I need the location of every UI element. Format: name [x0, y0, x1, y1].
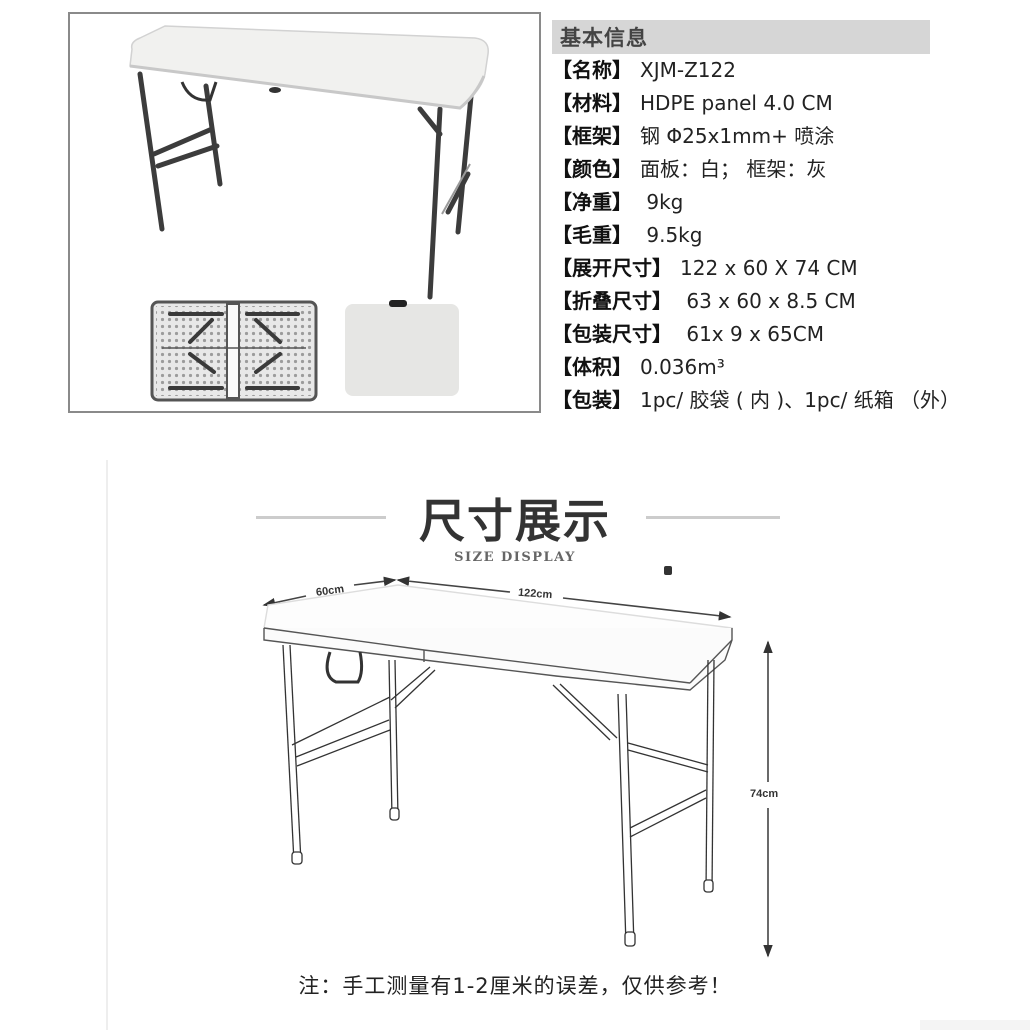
- spec-row-packing: 【包装】 1pc/ 胶袋 ( 内 )、1pc/ 纸箱 （外）: [552, 384, 1027, 417]
- title-rule-left: [256, 516, 386, 519]
- spec-label: 【框架】: [552, 124, 632, 148]
- spec-row-folded-size: 【折叠尺寸】 63 x 60 x 8.5 CM: [552, 285, 1027, 318]
- product-photo-frame: [68, 12, 541, 413]
- spec-row-unfolded-size: 【展开尺寸】 122 x 60 X 74 CM: [552, 252, 1027, 285]
- spec-value: XJM-Z122: [640, 58, 736, 82]
- length-dimension-label: 122cm: [517, 586, 553, 602]
- spec-label: 【包装】: [552, 388, 632, 412]
- table-dimension-drawing: [262, 566, 773, 958]
- spec-value: 1pc/ 胶袋 ( 内 )、1pc/ 纸箱 （外）: [640, 388, 961, 412]
- size-subtitle: SIZE DISPLAY: [454, 550, 576, 565]
- size-title: 尺寸展示: [419, 494, 611, 548]
- spec-row-gross-weight: 【毛重】 9.5kg: [552, 219, 1027, 252]
- spec-value: 122 x 60 X 74 CM: [680, 256, 858, 280]
- spec-label: 【净重】: [552, 190, 632, 214]
- spec-value: 钢 Φ25x1mm+ 喷涂: [640, 124, 835, 148]
- spec-row-net-weight: 【净重】 9kg: [552, 186, 1027, 219]
- spec-label: 【毛重】: [552, 223, 632, 247]
- spec-row-package-size: 【包装尺寸】 61x 9 x 65CM: [552, 318, 1027, 351]
- spec-label: 【展开尺寸】: [552, 256, 672, 280]
- spec-row-material: 【材料】 HDPE panel 4.0 CM: [552, 87, 1027, 120]
- spec-row-volume: 【体积】 0.036m³: [552, 351, 1027, 384]
- folded-open-thumbnail: [150, 300, 318, 402]
- basic-info-panel: 基本信息 【名称】XJM-Z122 【材料】HDPE panel 4.0 CM …: [552, 20, 1027, 417]
- spec-value: HDPE panel 4.0 CM: [640, 91, 833, 115]
- product-photo: [129, 25, 489, 402]
- spec-label: 【折叠尺寸】: [552, 289, 672, 313]
- spec-value: 0.036m³: [640, 355, 725, 379]
- spec-value: 面板：白； 框架：灰: [640, 157, 827, 181]
- measurement-note: 注：手工测量有1-2厘米的误差，仅供参考！: [298, 974, 732, 998]
- divider: [106, 460, 108, 1030]
- spec-value: 9.5kg: [640, 223, 703, 247]
- spec-row-name: 【名称】 XJM-Z122: [552, 54, 1027, 87]
- spec-value: 61x 9 x 65CM: [680, 322, 824, 346]
- spec-label: 【体积】: [552, 355, 632, 379]
- table-top-icon: [129, 25, 489, 109]
- height-dimension-label: 74cm: [750, 788, 779, 800]
- spec-label: 【包装尺寸】: [552, 322, 672, 346]
- spec-row-frame: 【框架】钢 Φ25x1mm+ 喷涂: [552, 120, 1027, 153]
- title-rule-right: [646, 516, 780, 519]
- bottom-strip: [920, 1020, 1030, 1030]
- size-display-section: 尺寸展示 SIZE DISPLAY: [0, 440, 1030, 1030]
- spec-label: 【材料】: [552, 91, 632, 115]
- folded-closed-thumbnail: [345, 300, 459, 396]
- table-outline-icon: [263, 584, 733, 691]
- spec-label: 【名称】: [552, 58, 632, 82]
- info-header: 基本信息: [552, 20, 930, 54]
- spec-row-color: 【颜色】面板：白； 框架：灰: [552, 153, 1027, 186]
- spec-label: 【颜色】: [552, 157, 632, 181]
- spec-value: 63 x 60 x 8.5 CM: [680, 289, 856, 313]
- table-legs-icon: [137, 71, 475, 300]
- spec-value: 9kg: [640, 190, 684, 214]
